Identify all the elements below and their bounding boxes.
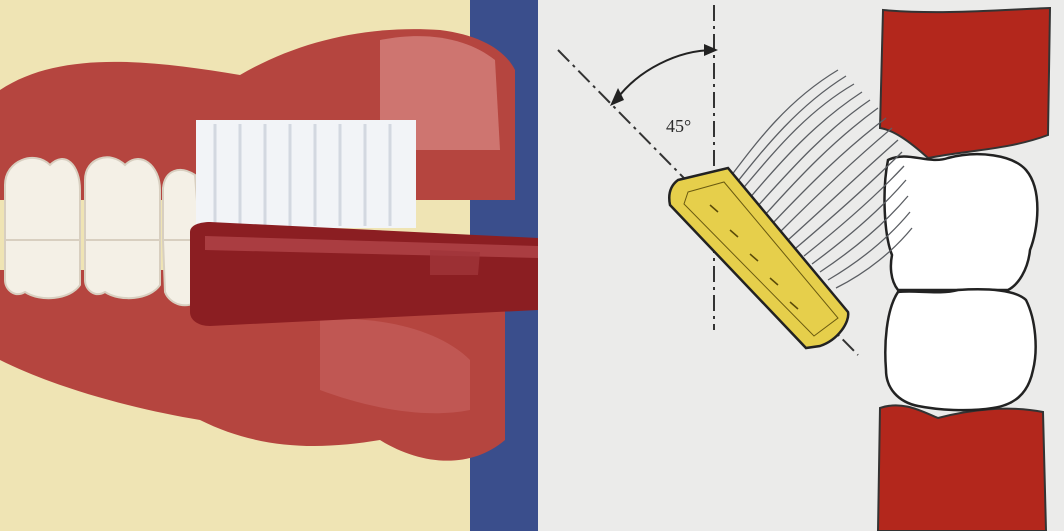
toothbrush-photo-scene xyxy=(0,0,538,531)
toothbrush-photo xyxy=(0,0,538,531)
brushing-angle-illustration: 45° xyxy=(538,0,1064,531)
angle-label: 45° xyxy=(666,116,691,137)
toothbrush-handle xyxy=(190,222,538,326)
lower-gum-illustration xyxy=(878,405,1046,531)
toothbrush-bristles xyxy=(196,120,416,228)
illustration-scene xyxy=(538,0,1064,531)
upper-gum-illustration xyxy=(880,8,1050,158)
teeth-illustration xyxy=(885,154,1038,410)
